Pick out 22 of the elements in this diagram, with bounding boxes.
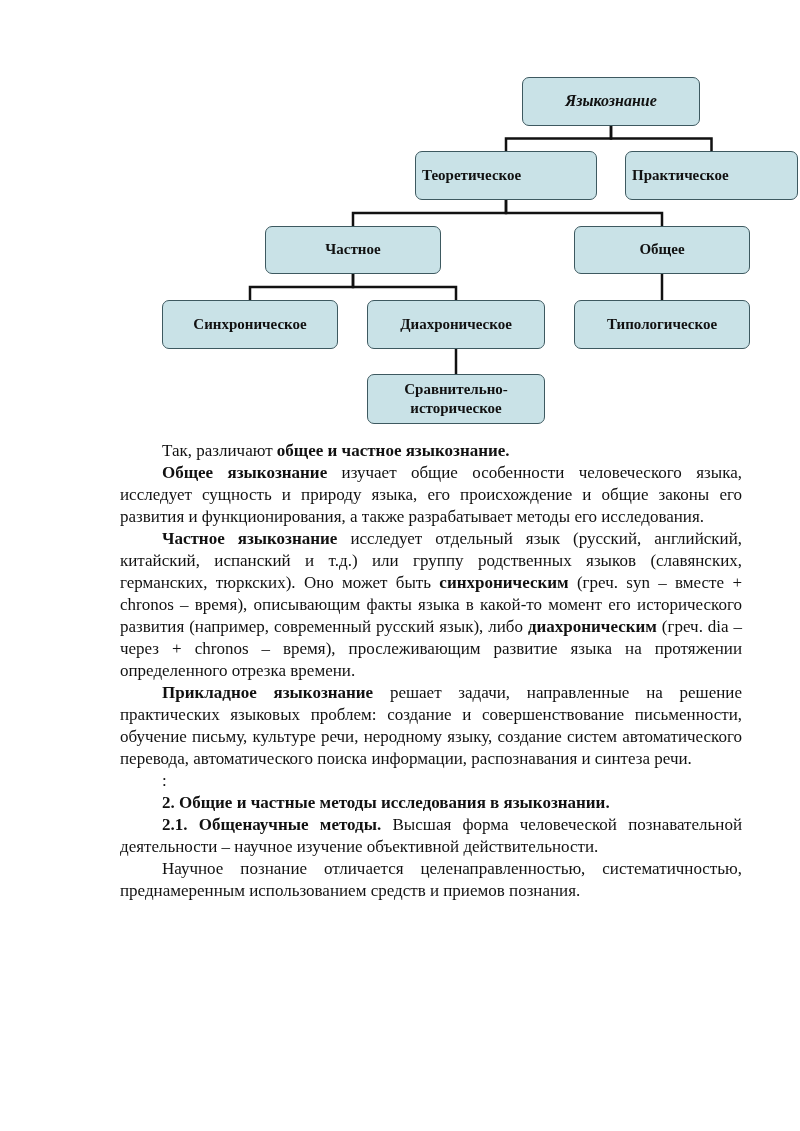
- connector-line: [609, 126, 713, 151]
- paragraph: 2.1. Общенаучные методы. Высшая форма человеческой познавательной деятельности – научное изучение объективной действительности.: [120, 814, 742, 858]
- paragraph: :: [161, 770, 168, 792]
- connector-line: [504, 200, 664, 226]
- category-box: Диахроническое: [367, 300, 545, 349]
- connector-line: [660, 274, 664, 300]
- paragraph: Научное познание отличается целенаправленностью, систематичностью, преднамеренным использованием средств и приемов познания.: [120, 858, 742, 902]
- category-box: Языкознание: [522, 77, 700, 126]
- paragraph: Частное языкознание исследует отдельный язык (русский, английский, китайский, испанский и т.д.) или группу родственных языков (славянских, германских, тюркских). Оно может быть синхроническим (греч. syn – вместе + chronos – время), описывающим факты языка в какой-то момент его исторического развития (например, современный русский язык), либо диахроническим (греч. dia – через + chronos – время), прослеживающим развитие языка на протяжении определенного отрезка времени.: [120, 528, 742, 682]
- paragraph: Общее языкознание изучает общие особенности человеческого языка, исследует сущность и природу языка, его происхождение и общие законы его развития и функционирования, а также разрабатывает методы его исследования.: [120, 462, 742, 528]
- category-box: Сравнительно-историческое: [367, 374, 545, 424]
- section-heading: 2. Общие и частные методы исследования в языкознании.: [161, 792, 611, 814]
- paragraph: Прикладное языкознание решает задачи, направленные на решение практических языковых проблем: создание и совершенствование письменности, обучение письму, культуре речи, неродному языку, создание систем автоматического перевода, автоматического поиска информации, распознавания и синтеза речи.: [120, 682, 742, 770]
- category-box: Синхроническое: [162, 300, 338, 349]
- category-box: Практическое: [625, 151, 798, 200]
- connector-line: [351, 274, 458, 300]
- connector-line: [454, 349, 458, 374]
- category-box: Теоретическое: [415, 151, 597, 200]
- category-box: Типологическое: [574, 300, 750, 349]
- category-box: Общее: [574, 226, 750, 274]
- category-box: Частное: [265, 226, 441, 274]
- paragraph: Так, различают общее и частное языкознание.: [161, 440, 511, 462]
